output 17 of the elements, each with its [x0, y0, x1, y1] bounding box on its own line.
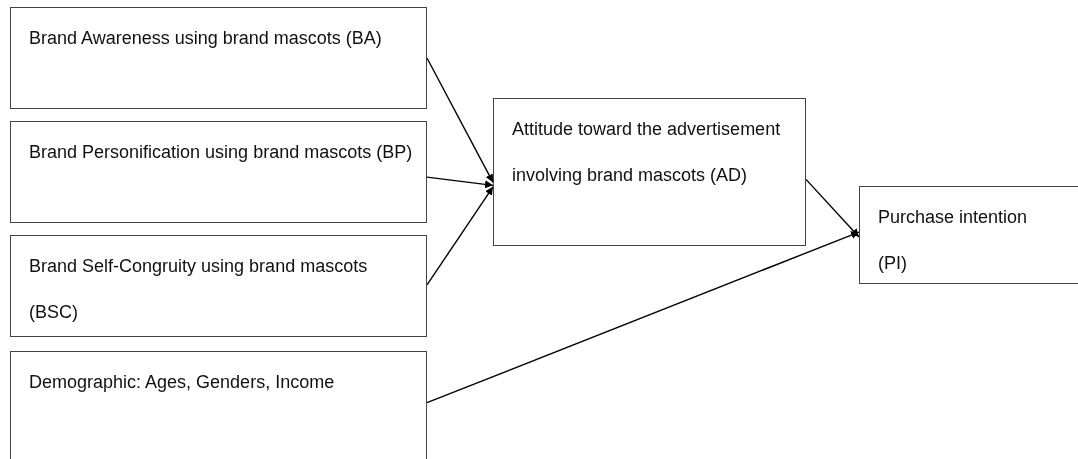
- box-label: Purchase intention (PI): [877, 206, 1029, 275]
- arrow: [426, 231, 860, 404]
- process-box: [859, 186, 1078, 284]
- process-box: [10, 235, 427, 337]
- box-label: Brand Self-Congruity using brand mascots (BSC): [28, 255, 369, 324]
- arrow: [426, 57, 494, 184]
- arrow: [426, 176, 494, 189]
- arrow: [805, 178, 860, 238]
- process-box: [10, 7, 427, 109]
- process-box: [10, 351, 427, 459]
- box-label: Brand Awareness using brand mascots (BA): [28, 27, 383, 50]
- box-label: Demographic: Ages, Genders, Income: [28, 371, 336, 394]
- box-label: Attitude toward the advertisement involving brand mascots (AD): [511, 118, 782, 187]
- process-box: [493, 98, 806, 246]
- process-box: [10, 121, 427, 223]
- arrow: [426, 186, 494, 286]
- box-label: Brand Personification using brand mascots (BP): [28, 141, 414, 164]
